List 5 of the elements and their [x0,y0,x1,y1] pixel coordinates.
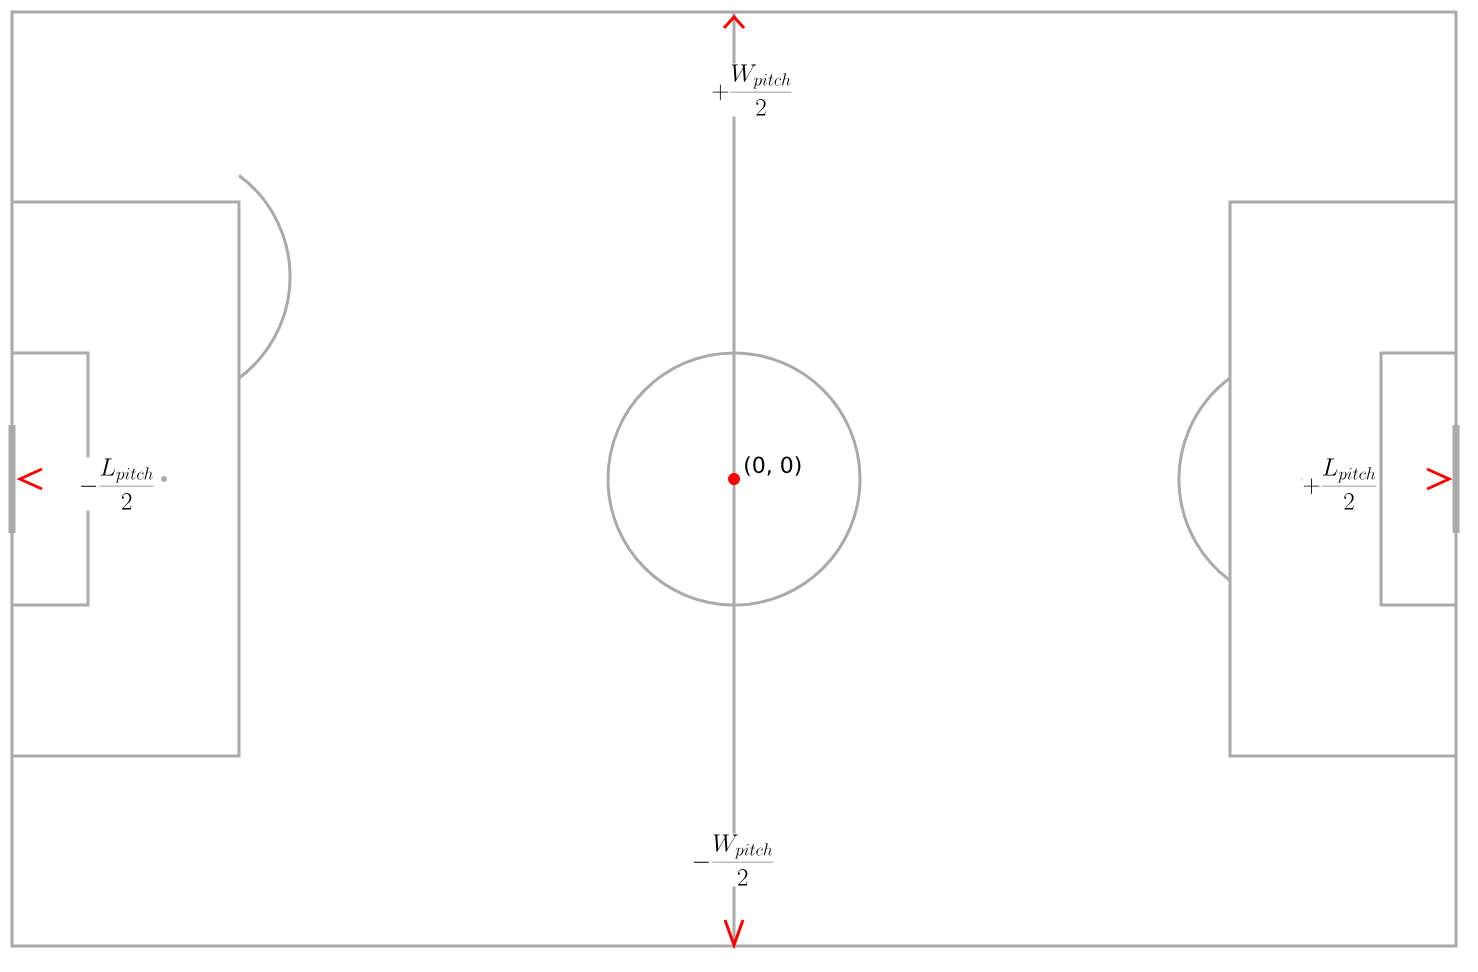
coordinate-formula: $+\frac{L_{pitch}}{2}$ [1301,457,1379,511]
coordinate-formula: $+\frac{W_{pitch}}{2}$ [710,63,794,117]
coordinate-formula: $-\frac{L_{pitch}}{2}$ [77,457,157,511]
coordinate-formula: $-\frac{W_{pitch}}{2}$ [690,833,776,887]
coordinate-label: (0, 0) [742,455,804,477]
